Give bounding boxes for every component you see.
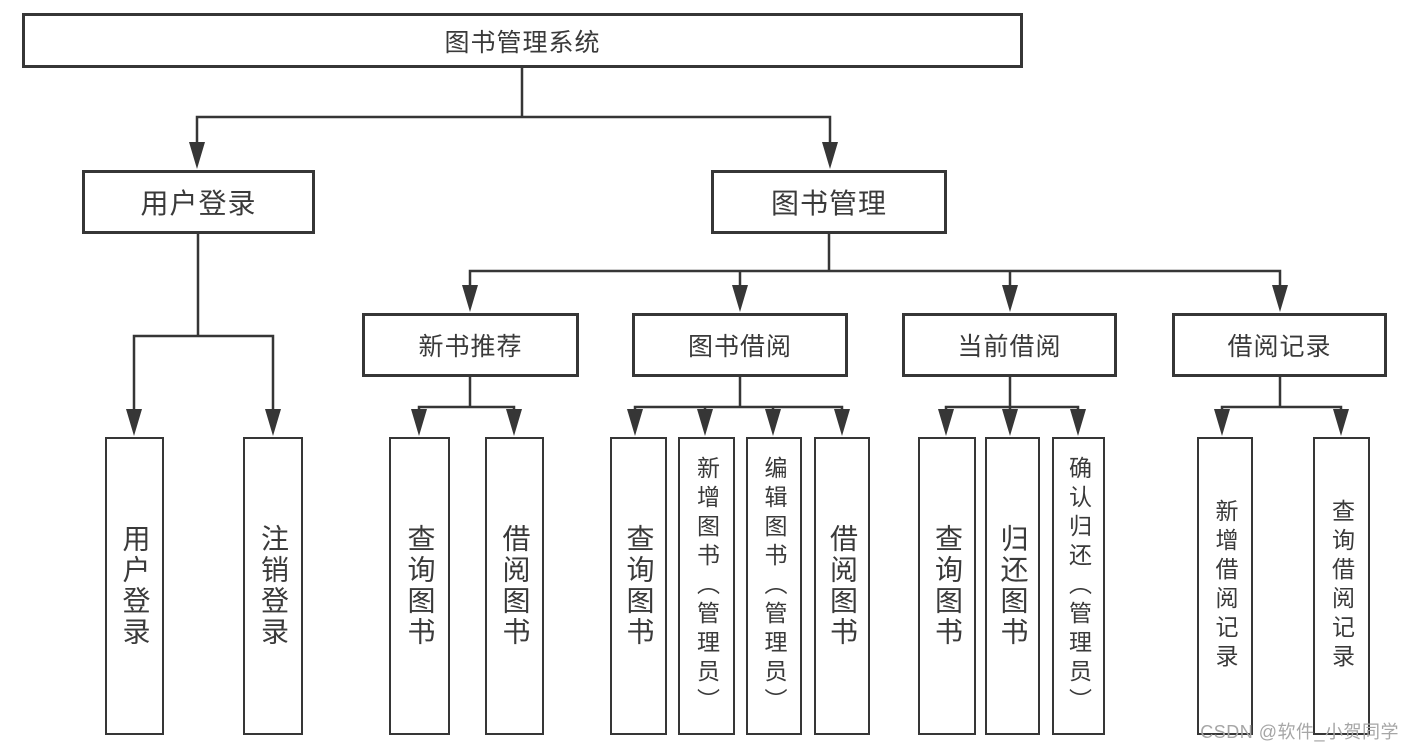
leaf-label: 归还图书 [997,524,1029,648]
leaf-borrow-books-borrowing: 借阅图书 [814,437,870,735]
node-borrowing-records: 借阅记录 [1172,313,1387,377]
node-current-borrowing: 当前借阅 [902,313,1117,377]
node-user-login: 用户登录 [82,170,315,234]
leaf-label: 查询图书 [404,524,436,648]
leaf-query-books-current: 查询图书 [918,437,976,735]
leaf-label: 查询图书 [623,524,655,648]
leaf-label: 新增借阅记录 [1212,499,1238,673]
leaf-label: 新增图书（管理员） [693,455,720,717]
leaf-query-borrow-record: 查询借阅记录 [1313,437,1370,735]
leaf-label: 查询借阅记录 [1328,499,1355,673]
leaf-borrow-books-recommend: 借阅图书 [485,437,544,735]
leaf-return-book: 归还图书 [985,437,1040,735]
leaf-confirm-return-admin: 确认归还（管理员） [1052,437,1105,735]
leaf-label: 查询图书 [932,524,963,648]
node-book-borrowing: 图书借阅 [632,313,848,377]
leaf-label: 借阅图书 [827,524,858,648]
leaf-logout: 注销登录 [243,437,303,735]
leaf-edit-book-admin: 编辑图书（管理员） [746,437,802,735]
node-new-book-recommendation: 新书推荐 [362,313,579,377]
leaf-add-book-admin: 新增图书（管理员） [678,437,735,735]
csdn-watermark: CSDN @软件_小贺同学 [1200,722,1399,742]
leaf-label: 借阅图书 [499,524,531,648]
leaf-query-books-borrowing: 查询图书 [610,437,667,735]
leaf-label: 编辑图书（管理员） [761,455,787,717]
node-book-management: 图书管理 [711,170,947,234]
leaf-user-login: 用户登录 [105,437,164,735]
leaf-label: 用户登录 [119,524,151,648]
leaf-query-books-recommend: 查询图书 [389,437,450,735]
node-library-management-system: 图书管理系统 [22,13,1023,68]
leaf-add-borrow-record: 新增借阅记录 [1197,437,1253,735]
leaf-label: 确认归还（管理员） [1065,455,1092,717]
leaf-label: 注销登录 [258,524,289,648]
